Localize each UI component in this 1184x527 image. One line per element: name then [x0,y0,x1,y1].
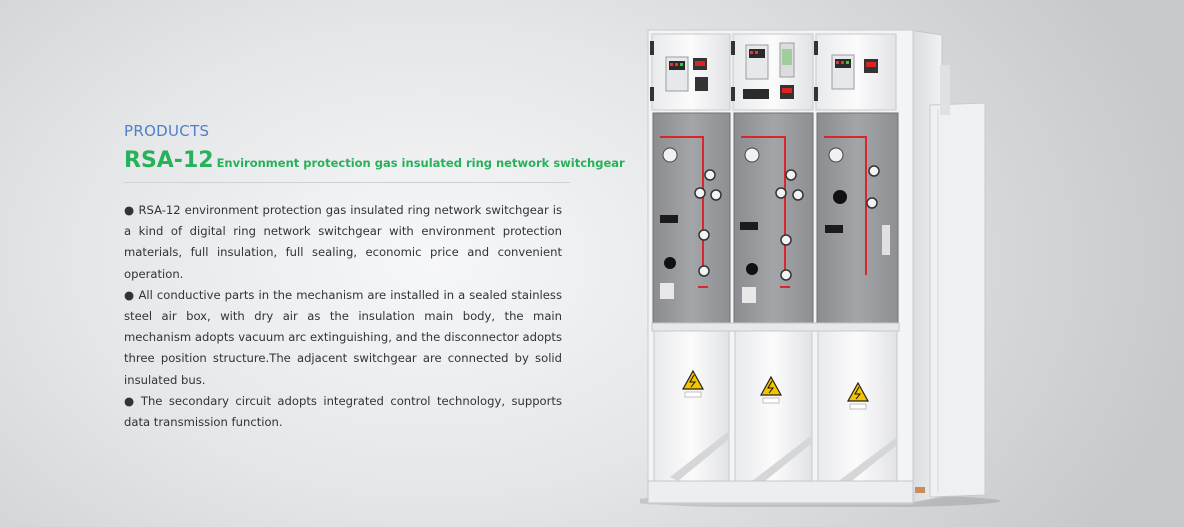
pressure-gauge-icon [662,147,678,163]
product-description: ●RSA-12 environment protection gas insul… [124,200,562,433]
divider [124,182,570,183]
description-paragraph: ●The secondary circuit adopts integrated… [124,393,562,430]
description-paragraph: ●All conductive parts in the mechanism a… [124,287,562,387]
warning-triangle-icon [681,369,870,410]
bullet-icon: ● [124,203,135,217]
cable-compartment-doors [653,330,898,487]
product-subtitle: Environment protection gas insulated rin… [216,156,625,170]
switchgear-cabinet-image [640,29,1000,507]
instrument-panels [650,33,897,111]
bullet-icon: ● [124,287,135,302]
description-paragraph: ●RSA-12 environment protection gas insul… [124,203,562,281]
section-eyebrow: PRODUCTS [124,122,210,140]
operation-panels [652,112,899,324]
product-model: RSA-12 [124,148,214,173]
bullet-icon: ● [124,393,137,408]
